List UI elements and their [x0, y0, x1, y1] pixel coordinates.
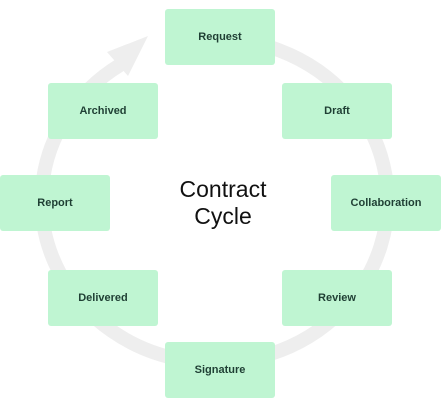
stage-draft: Draft: [282, 83, 392, 139]
stage-review-label: Review: [318, 292, 356, 304]
stage-signature-label: Signature: [194, 364, 246, 376]
stage-delivered: Delivered: [48, 270, 158, 326]
stage-report-label: Report: [37, 197, 73, 209]
stage-archived-label: Archived: [79, 105, 127, 117]
stage-signature: Signature: [165, 342, 275, 398]
stage-draft-label: Draft: [324, 105, 350, 117]
stage-request: Request: [165, 9, 275, 65]
diagram-title: Contract Cycle: [140, 176, 306, 230]
diagram-title-line1: Contract: [179, 176, 267, 202]
cycle-arrow-head-icon: [107, 36, 148, 76]
stage-delivered-label: Delivered: [78, 292, 128, 304]
stage-report: Report: [0, 175, 110, 231]
diagram-title-line2: Cycle: [194, 203, 252, 229]
stage-review: Review: [282, 270, 392, 326]
stage-collaboration-label: Collaboration: [350, 197, 422, 209]
stage-collaboration: Collaboration: [331, 175, 441, 231]
stage-request-label: Request: [198, 31, 242, 43]
stage-archived: Archived: [48, 83, 158, 139]
